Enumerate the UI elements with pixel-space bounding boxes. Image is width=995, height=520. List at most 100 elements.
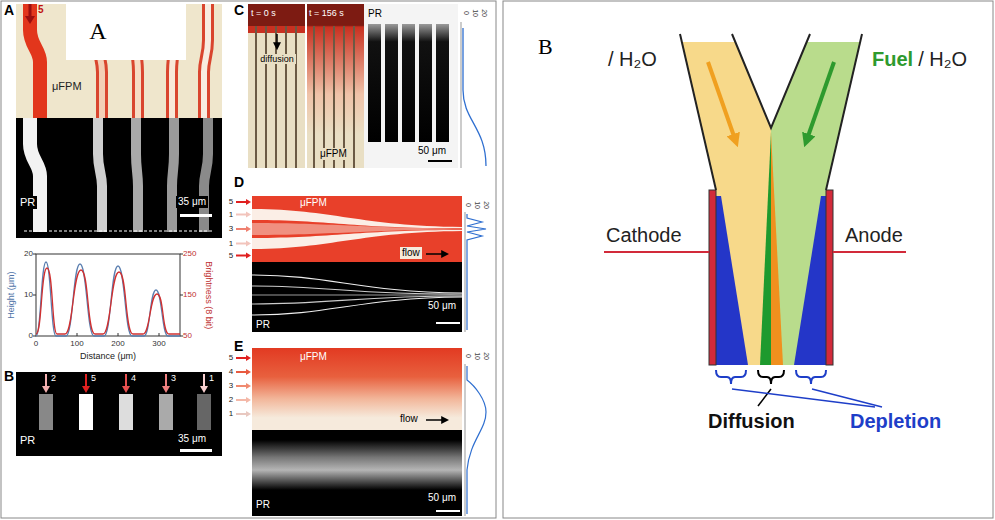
bracket [758, 370, 784, 384]
inlet-number: 3 [229, 381, 233, 390]
inlet-arrow [45, 374, 47, 387]
zone-label: Diffusion [708, 410, 795, 433]
tick-label: 0 [462, 11, 470, 15]
image-label: μFPM [52, 80, 82, 93]
scale-label: 50 μm [428, 492, 456, 504]
inlet-arrow [236, 399, 246, 401]
flow-arrow [708, 62, 736, 142]
inlet-arrow [236, 228, 246, 230]
flow-arrow [426, 253, 446, 255]
inlet-arrow [236, 243, 246, 245]
electrode-label: Anode [845, 224, 903, 247]
inlet-arrow [236, 371, 246, 373]
plot-axis [461, 22, 462, 168]
inlet-arrow [203, 374, 205, 387]
stripe [98, 118, 102, 232]
inlet-number: 5 [38, 4, 44, 16]
tick-label: 0 [464, 203, 472, 207]
inlet-arrow [236, 413, 246, 415]
inlet-arrow [246, 241, 251, 247]
leader-line [604, 251, 709, 253]
panel-frame [503, 1, 993, 518]
inlet-arrow [246, 397, 251, 403]
letter-patch [66, 4, 186, 60]
tick-label: 10 [473, 352, 481, 360]
inlet-number: 1 [209, 373, 214, 383]
image-label: PR [20, 434, 35, 447]
inlet-arrow [246, 411, 251, 417]
stream [252, 230, 462, 249]
micrograph [16, 372, 222, 456]
flow-label: flow [400, 413, 418, 425]
scale-bar [180, 449, 212, 452]
image-divider [305, 4, 307, 168]
inlet-arrow [82, 386, 90, 393]
stream [204, 4, 208, 118]
inlet-number: 2 [51, 373, 56, 383]
stripe [79, 394, 93, 430]
bracket [796, 370, 826, 384]
inlet-arrow [125, 374, 127, 387]
profile-curve [467, 214, 486, 330]
inlet-number: 1 [229, 239, 233, 248]
tick-label: 20 [480, 9, 488, 17]
inlet-arrow [25, 16, 35, 24]
inlet-number: 1 [229, 210, 233, 219]
scale-label: 35 μm [176, 196, 208, 208]
tick-label: 10 [24, 290, 33, 299]
tick-label: 200 [111, 339, 124, 348]
reservoir [248, 4, 306, 26]
channel-walls [256, 26, 296, 168]
column [368, 24, 381, 142]
leader-line [812, 389, 882, 407]
micrograph [16, 4, 222, 118]
brightness-curve [36, 268, 180, 334]
column [436, 24, 449, 142]
image-label: μFPM [300, 197, 327, 209]
stripe [172, 118, 174, 232]
panel-letter: B [4, 368, 14, 384]
image-label: μFPM [318, 148, 349, 160]
column [402, 24, 415, 142]
profile-plot [464, 348, 490, 516]
tick-label: 20 [482, 352, 490, 360]
scale-label: 50 μm [418, 145, 446, 157]
scale-bar [436, 510, 460, 512]
inlet-arrow [236, 255, 246, 257]
tick-label: 0 [34, 339, 38, 348]
tick-label: 50 [183, 331, 192, 340]
gradient-band [252, 440, 462, 490]
tick-label: 250 [183, 249, 196, 258]
stream-edge [252, 294, 462, 295]
inlet-arrow [246, 199, 251, 205]
profile-curve [467, 366, 486, 514]
micrograph [364, 4, 458, 168]
inlet-number: 5 [229, 197, 233, 206]
inlet-arrow [200, 386, 208, 393]
stream-edge [252, 275, 462, 293]
channel-wall [680, 34, 716, 190]
inlet-arrow [162, 386, 170, 393]
diffusion-zone [760, 132, 771, 365]
inlet-arrow [29, 4, 32, 18]
oxidant-stream [682, 42, 771, 365]
inlet-arrow [246, 383, 251, 389]
inlet-number: 5 [91, 373, 96, 383]
micrograph [252, 348, 462, 430]
channel-wall [732, 34, 810, 128]
column [385, 24, 398, 142]
flow-label: flow [400, 247, 422, 259]
scale-label: 50 μm [428, 300, 456, 312]
image-label: PR [368, 8, 382, 20]
inlet-number: 5 [229, 353, 233, 362]
micrograph [306, 4, 364, 168]
inlet-label: / H₂O [918, 48, 967, 71]
micrograph [16, 118, 222, 238]
stream [252, 209, 462, 228]
bracket [716, 370, 746, 384]
scale-label: 35 μm [176, 433, 208, 445]
image-label: PR [256, 319, 270, 331]
profile-plot [460, 4, 488, 168]
inlet-arrow [85, 374, 87, 387]
micrograph [252, 430, 462, 516]
